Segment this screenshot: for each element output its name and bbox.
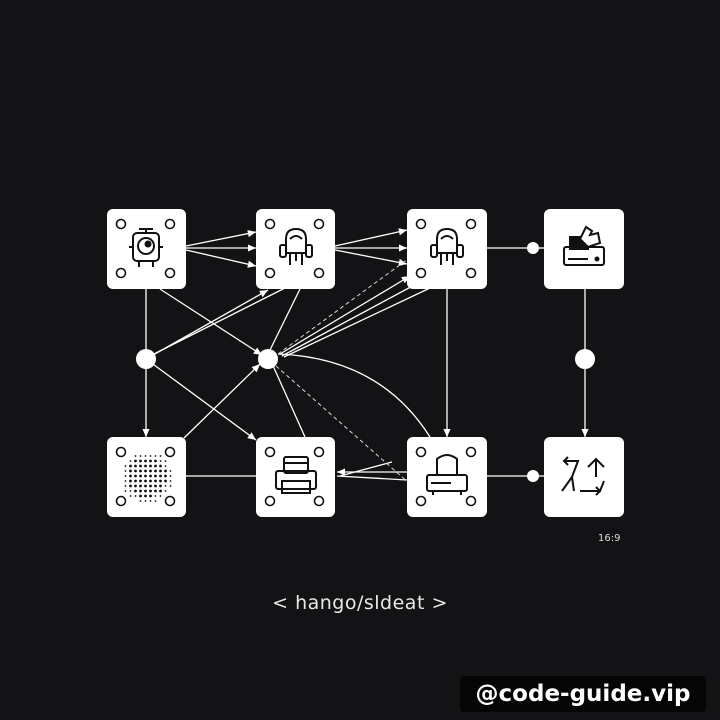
robot-icon: [430, 227, 464, 265]
camera-robot-icon: [129, 228, 163, 267]
printer-hand-icon: [563, 225, 605, 266]
node-dot-matrix[interactable]: [107, 437, 186, 517]
watermark: @code-guide.vip: [460, 676, 706, 712]
connector-dot-bottom: [527, 470, 539, 482]
junctions: [136, 242, 595, 482]
connector-dot-top: [527, 242, 539, 254]
edges: [142, 228, 589, 481]
aspect-ratio-label: 16:9: [598, 533, 621, 544]
printer-icon: [275, 456, 317, 494]
junction-hub-left: [136, 349, 156, 369]
junction-hub-center: [258, 349, 278, 369]
node-printer-hand[interactable]: [544, 209, 624, 289]
node-cycle[interactable]: [544, 437, 624, 517]
node-printer-3d[interactable]: [407, 437, 487, 517]
cycle-arrows-icon: [561, 456, 605, 496]
diagram-caption: < hango/sldeat >: [272, 592, 448, 614]
node-robot-a[interactable]: [256, 209, 335, 289]
node-robot-b[interactable]: [407, 209, 487, 289]
printer-3d-icon: [426, 454, 468, 495]
robot-icon: [279, 227, 313, 265]
dashed-edges: [275, 255, 413, 485]
junction-hub-right: [575, 349, 595, 369]
dot-matrix-icon: [124, 455, 172, 502]
node-printer[interactable]: [256, 437, 335, 517]
node-camera-robot[interactable]: [107, 209, 186, 289]
